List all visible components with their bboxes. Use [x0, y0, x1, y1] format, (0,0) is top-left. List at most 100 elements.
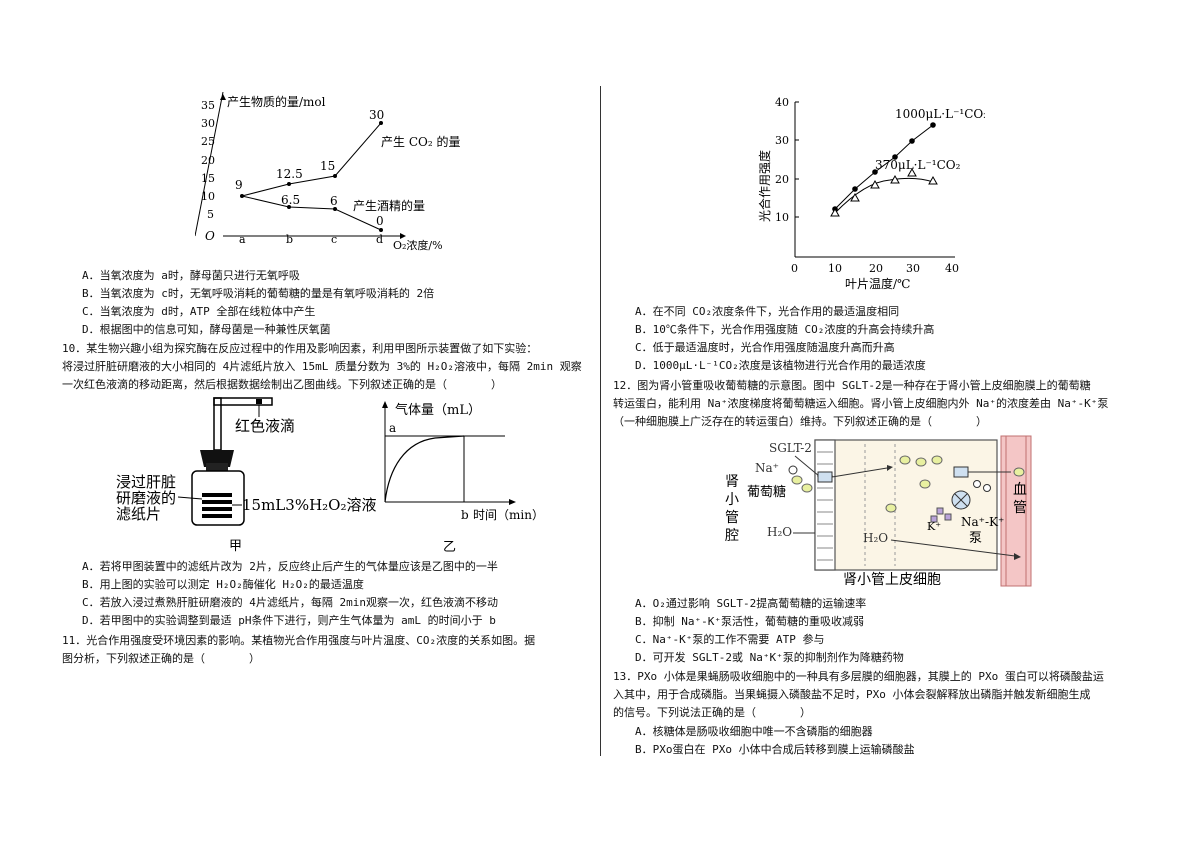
s2-point-3: [870, 179, 880, 189]
ethanol-series-label: 产生酒精的量: [353, 198, 425, 213]
filter-paper-3: [202, 507, 232, 511]
y-tick-10: 10: [201, 190, 215, 203]
co2-value-c: 15: [320, 159, 335, 173]
cell-glucose-5: [885, 503, 897, 513]
q10-option-a: A．若将甲图装置中的滤纸片改为 2片，反应终止后产生的气体量应该是乙图中的一半: [82, 560, 498, 573]
na-label: Na⁺: [755, 461, 779, 475]
glucose-entry-arrow: [831, 467, 888, 478]
q10-stem-line-3: 一次红色液滴的移动距离，然后根据数据绘制出乙图曲线。下列叙述正确的是（ ）: [62, 378, 502, 391]
co2-point-d: [379, 121, 383, 125]
co2-value-b: 12.5: [276, 167, 303, 181]
blood-glucose: [1013, 467, 1025, 477]
q9-option-c: C．当氧浓度为 d时，ATP 全部在线粒体中产生: [82, 305, 316, 318]
ethanol-line: [241, 195, 382, 231]
vessel-label-2: 管: [1013, 500, 1027, 516]
glucose-carrier: [953, 466, 969, 478]
k-ion-2: [944, 513, 952, 521]
out-na-2: [983, 484, 991, 492]
solution-label: 15mL3%H₂O₂溶液: [242, 496, 376, 514]
origin-label: O: [205, 229, 215, 243]
q11-option-b: B．10℃条件下，光合作用强度随 CO₂浓度的升高会持续升高: [635, 323, 935, 336]
paper-label-2: 研磨液的: [116, 489, 176, 507]
cell-glucose-2: [915, 457, 927, 467]
q10-option-b: B．用上图的实验可以测定 H₂O₂酶催化 H₂O₂的最适温度: [82, 578, 364, 591]
y-axis-arrow: [220, 94, 226, 100]
series-1000-line: [834, 124, 934, 210]
sglt2-leader: [794, 455, 820, 477]
q13-stem-line-1: 13．PXo 小体是果蝇肠吸收细胞中的一种具有多层膜的细胞器，其膜上的 PXo …: [613, 670, 1104, 683]
s1-point-5: [909, 138, 915, 144]
co2-point-c: [333, 174, 337, 178]
curve-y-label: 气体量（mL）: [395, 402, 481, 418]
vessel-label-1: 血: [1013, 482, 1027, 498]
apparatus-diagram: 红色液滴 浸过肝脏 研磨液的 滤纸片 15mL3%H₂O₂溶液 甲: [116, 397, 376, 554]
pump-label-2: 泵: [969, 531, 982, 546]
red-drop: [256, 399, 262, 404]
x-axis-label: O₂浓度/%: [393, 238, 443, 252]
ps-x-tick-0: 0: [791, 262, 798, 275]
ps-x-tick-40: 40: [945, 262, 959, 275]
kidney-tubule-diagram: SGLT-2 Na⁺ 肾 小 管 腔 葡萄糖 K⁺ Na⁺-K⁺ 泵 H₂O H…: [725, 435, 1032, 588]
co2-series-label: 产生 CO₂ 的量: [381, 134, 460, 149]
respiration-chart: 产生物质的量/mol 35 30 25 20 15 10 5 O a b c d…: [195, 92, 460, 252]
sglt2-label: SGLT-2: [769, 441, 812, 455]
q13-option-a: A．核糖体是肠吸收细胞中唯一不含磷脂的细胞器: [635, 725, 873, 738]
ethanol-value-c: 6: [330, 194, 338, 208]
s1-point-4: [892, 154, 898, 160]
ps-y-tick-40: 40: [775, 96, 789, 109]
stopper: [200, 450, 234, 467]
y-tick-30: 30: [201, 117, 215, 130]
q12-stem-line-2: 转运蛋白，能利用 Na⁺浓度梯度将葡萄糖运入细胞。肾小管上皮细胞内外 Na⁺的浓…: [613, 397, 1109, 410]
lumen-label-2: 小: [725, 492, 739, 508]
point-a: [240, 194, 244, 198]
ps-y-tick-20: 20: [775, 173, 789, 186]
h2o-arrow-out: [890, 539, 1016, 557]
s2-point-5: [907, 167, 917, 177]
q9-option-d: D．根据图中的信息可知，酵母菌是一种兼性厌氧菌: [82, 323, 331, 336]
q10-stem-line-1: 10．某生物兴趣小组为探究酶在反应过程中的作用及影响因素，利用甲图所示装置做了如…: [62, 342, 538, 355]
ps-y-tick-30: 30: [775, 134, 789, 147]
caption-yi: 乙: [443, 540, 456, 555]
gas-curve: [384, 435, 465, 503]
curve-y-arrow: [382, 401, 388, 408]
ps-x-tick-30: 30: [906, 262, 920, 275]
q12-option-a: A．O₂通过影响 SGLT-2提高葡萄糖的运输速率: [635, 597, 867, 610]
ps-x-tick-20: 20: [869, 262, 883, 275]
q12-option-b: B．抑制 Na⁺-K⁺泵活性，葡萄糖的重吸收减弱: [635, 615, 864, 628]
q10-stem-line-2: 将浸过肝脏研磨液的大小相同的 4片滤纸片放入 15mL 质量分数为 3%的 H₂…: [62, 360, 582, 373]
caption-jia: 甲: [229, 539, 242, 554]
drop-label: 红色液滴: [235, 417, 295, 435]
curve-b-label: b: [461, 508, 469, 522]
photosynthesis-chart: 40 30 20 10 0 10 20 30 40 叶片温度/℃ 光合作用强度 …: [757, 96, 985, 291]
co2-line: [241, 122, 382, 197]
y-tick-5: 5: [207, 208, 214, 221]
curve-a-label: a: [389, 421, 396, 435]
q11-option-a: A．在不同 CO₂浓度条件下，光合作用的最适温度相同: [635, 305, 900, 318]
y-tick-35: 35: [201, 99, 215, 112]
horizontal-tube: [213, 397, 273, 406]
co2-value-d: 30: [369, 108, 384, 122]
y-tick-25: 25: [201, 135, 215, 148]
q13-option-b: B．PXo蛋白在 PXo 小体中合成后转移到膜上运输磷酸盐: [635, 743, 915, 756]
na-ion: [788, 465, 798, 475]
k-ion-1: [936, 507, 944, 515]
q12-option-c: C．Na⁺-K⁺泵的工作不需要 ATP 参与: [635, 633, 825, 646]
pump-mark-2: [954, 493, 968, 507]
s1-point-6: [930, 122, 936, 128]
glucose-2: [801, 483, 813, 493]
h2o-label-cell: H₂O: [863, 531, 888, 545]
y-axis-label: 产生物质的量/mol: [227, 94, 326, 109]
co2-point-b: [287, 182, 291, 186]
q12-stem-line-3: （一种细胞膜上广泛存在的转运蛋白）维持。下列叙述正确的是（ ）: [613, 415, 987, 428]
paper-leader: [177, 496, 203, 500]
ethanol-value-b: 6.5: [281, 193, 300, 207]
paper-label-3: 滤纸片: [116, 505, 161, 523]
out-na-1: [973, 480, 981, 488]
brush-border: [814, 439, 836, 571]
q10-option-d: D．若甲图中的实验调整到最适 pH条件下进行，则产生气体量为 amL 的时间小于…: [82, 614, 496, 627]
lumen-label-4: 腔: [725, 528, 739, 544]
curve-x-arrow: [509, 499, 516, 505]
k-ion-3: [930, 515, 938, 523]
x-tick-c: c: [331, 233, 337, 246]
pump-label-1: Na⁺-K⁺: [961, 515, 1004, 529]
